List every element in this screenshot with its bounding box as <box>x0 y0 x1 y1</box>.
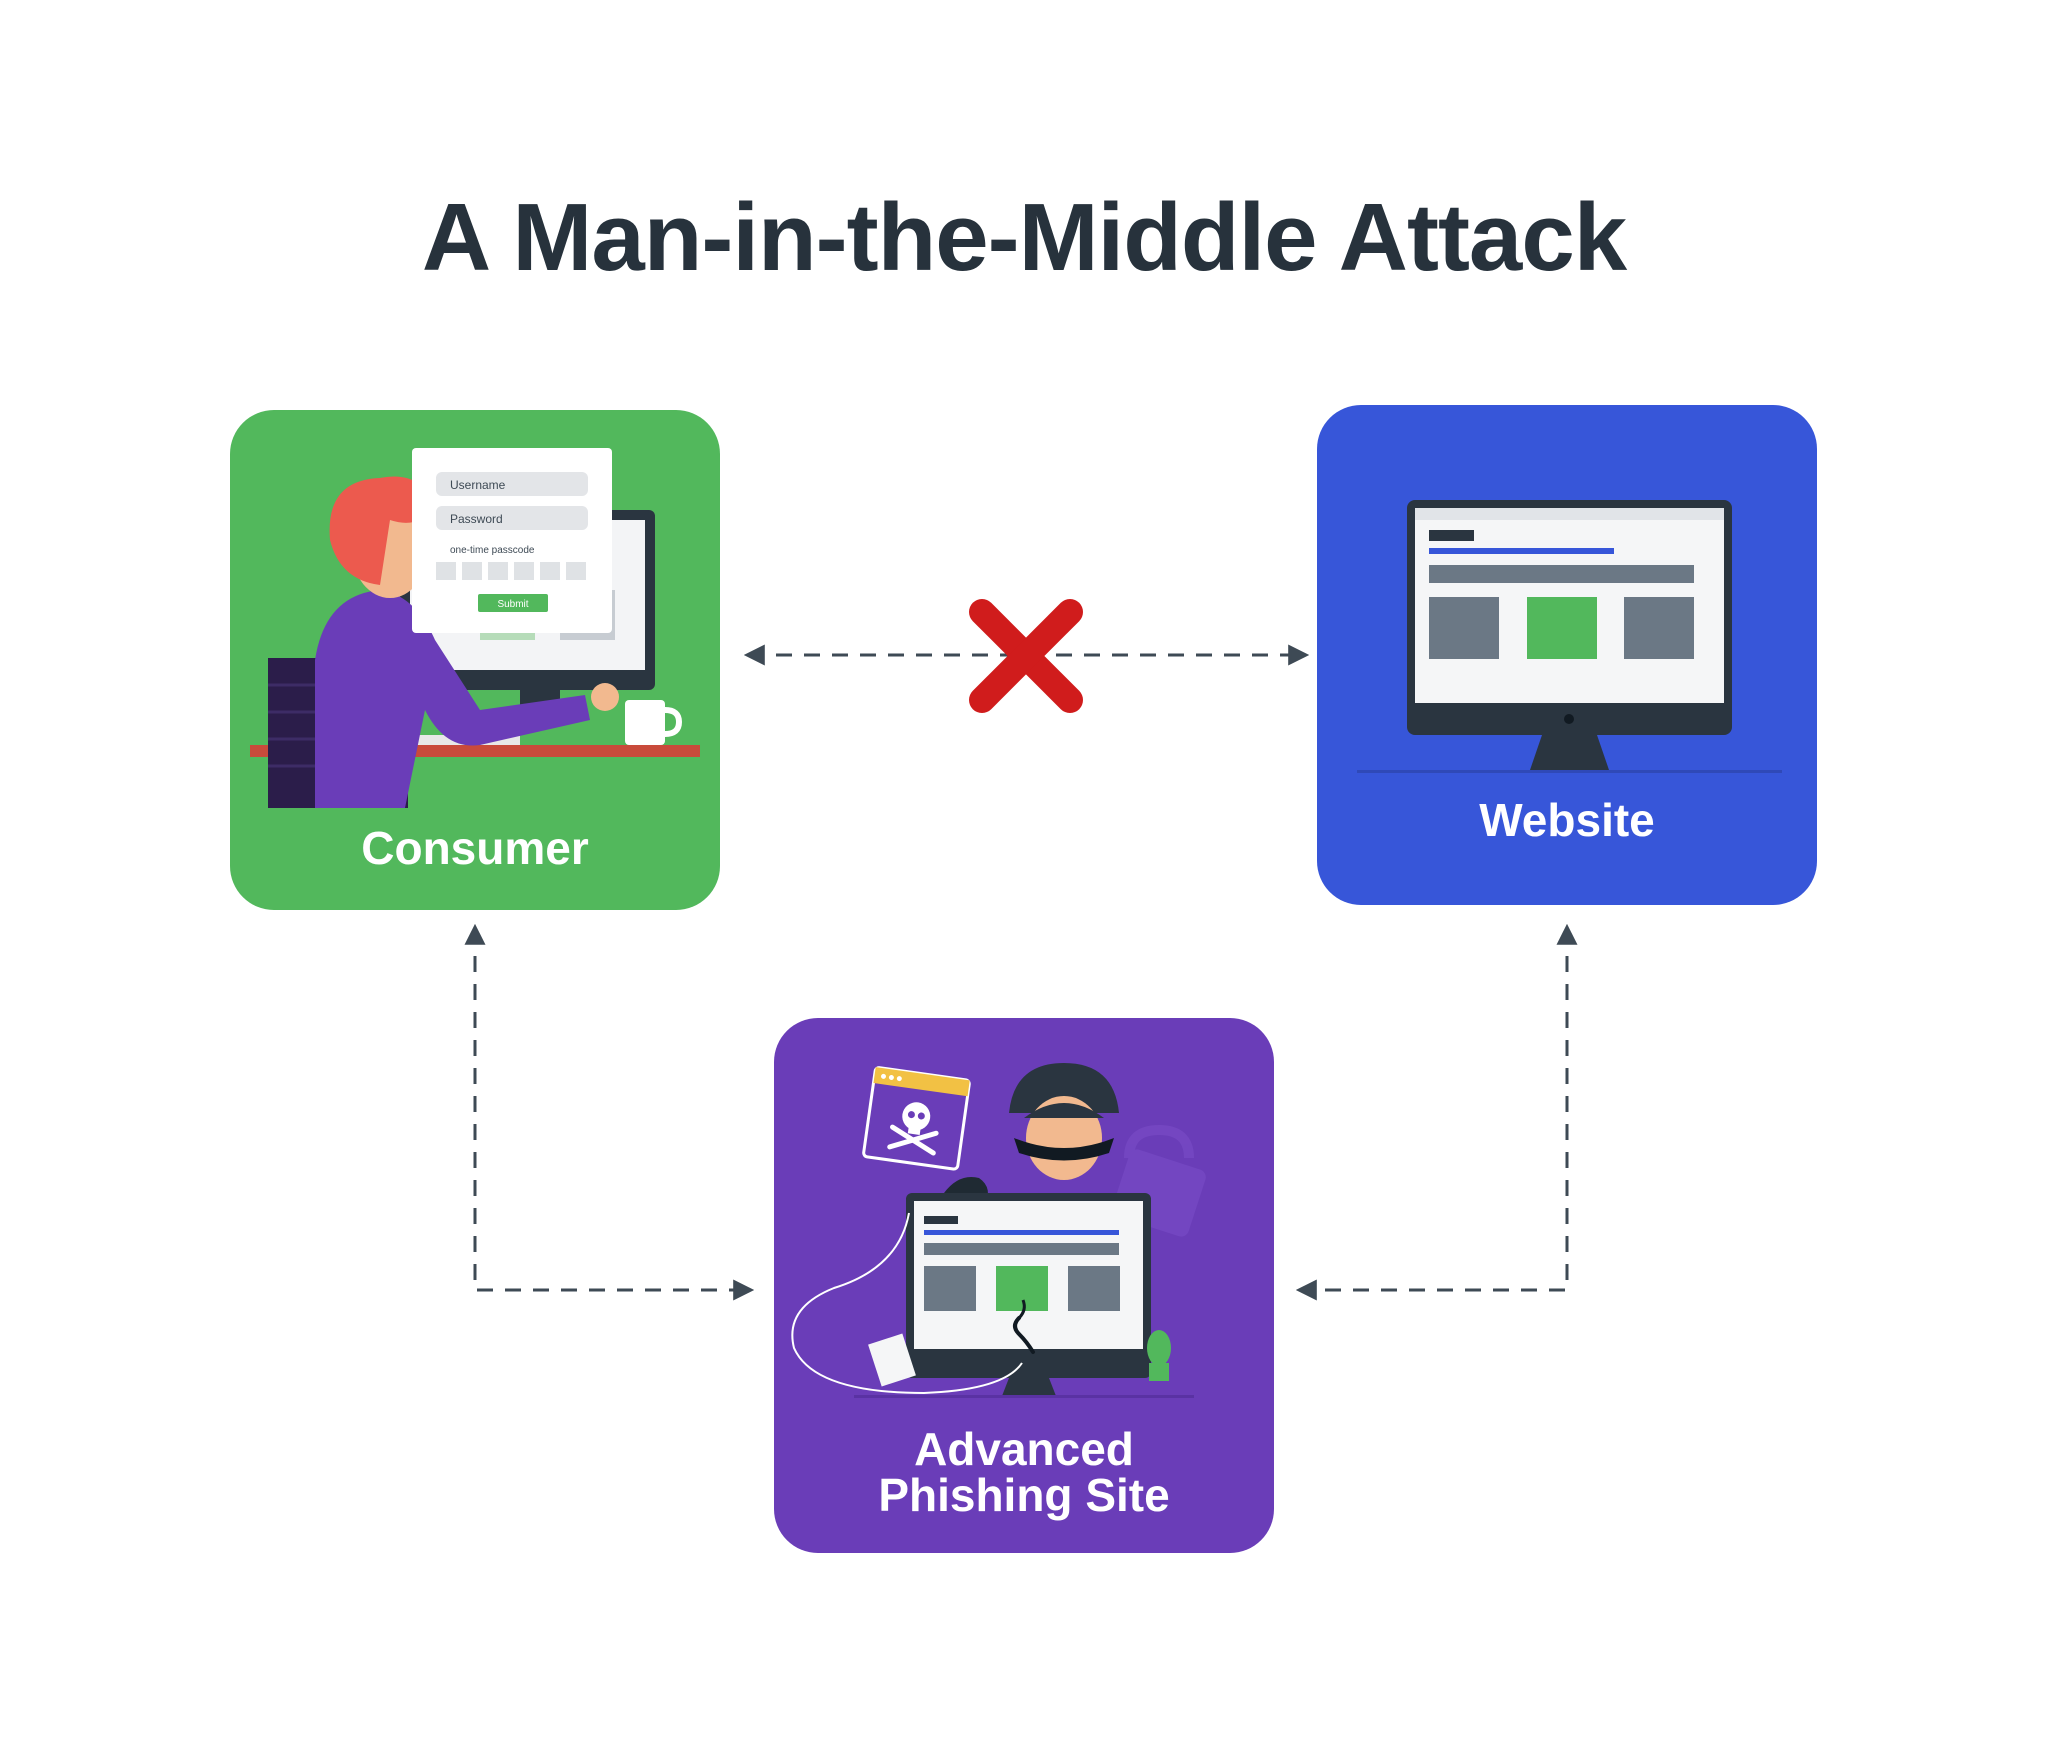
phishing-label: Advanced Phishing Site <box>878 1423 1170 1521</box>
submit-button-label: Submit <box>497 599 528 610</box>
monitor-icon <box>1357 500 1782 773</box>
fishing-hook-icon <box>1013 1299 1035 1354</box>
diagram-title: A Man-in-the-Middle Attack <box>421 184 1627 291</box>
consumer-illustration: Username Password one-time passcode Subm… <box>250 448 700 808</box>
edge-consumer-phishing <box>464 923 755 1301</box>
consumer-card: Username Password one-time passcode Subm… <box>230 410 720 910</box>
website-card: Website <box>1317 405 1817 905</box>
phishing-illustration <box>791 1063 1206 1398</box>
otp-label: one-time passcode <box>450 545 535 556</box>
phishing-card: Advanced Phishing Site <box>774 1018 1274 1553</box>
blocked-x-icon <box>969 599 1083 713</box>
password-label: Password <box>450 512 503 526</box>
consumer-label: Consumer <box>361 822 589 874</box>
skull-crossbones-icon <box>862 1066 971 1171</box>
website-label: Website <box>1479 794 1655 846</box>
username-label: Username <box>450 478 506 492</box>
edge-website-phishing <box>1295 923 1578 1301</box>
